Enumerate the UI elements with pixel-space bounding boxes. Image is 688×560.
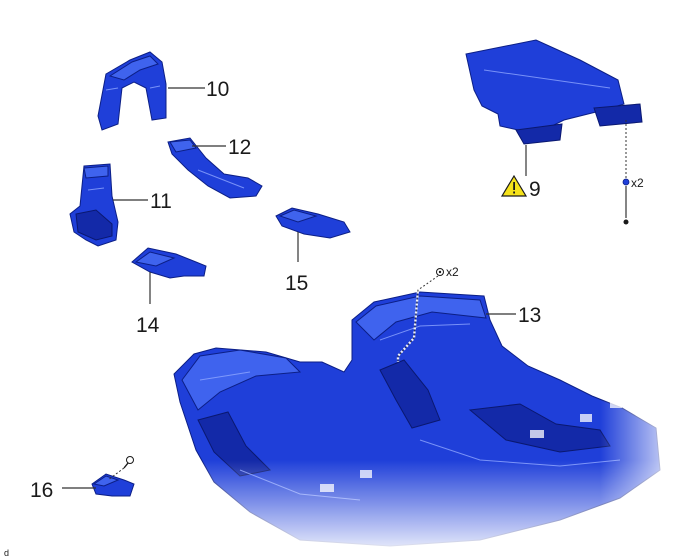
part-10-duct bbox=[97, 51, 167, 131]
callout-12: 12 bbox=[228, 136, 251, 159]
clip-icon bbox=[622, 178, 630, 186]
bolt-icon bbox=[123, 456, 134, 469]
quantity-label-13: x2 bbox=[446, 265, 459, 279]
dashed-line-16 bbox=[107, 467, 125, 481]
callout-14: 14 bbox=[136, 314, 160, 337]
callout-11: 11 bbox=[150, 190, 172, 213]
callout-13: 13 bbox=[518, 304, 541, 327]
part-12-duct bbox=[167, 137, 263, 199]
part-9-silencer-pad bbox=[465, 39, 643, 145]
part-15-duct bbox=[275, 207, 351, 239]
part-16-bracket bbox=[91, 473, 135, 497]
part-14-duct bbox=[131, 247, 207, 279]
callout-15: 15 bbox=[285, 272, 308, 295]
drawing-code: d bbox=[4, 548, 9, 558]
clip-icon-13 bbox=[436, 268, 444, 276]
fade-overlay-right bbox=[600, 380, 688, 560]
quantity-label-9: x2 bbox=[631, 176, 644, 190]
dashed-line-13 bbox=[397, 275, 439, 362]
clip-location-dot bbox=[623, 219, 629, 225]
callout-10: 10 bbox=[206, 78, 229, 101]
callout-16: 16 bbox=[30, 479, 53, 502]
part-11-duct bbox=[69, 163, 119, 247]
warning-triangle-icon bbox=[500, 174, 528, 197]
callout-9: 9 bbox=[529, 178, 541, 201]
